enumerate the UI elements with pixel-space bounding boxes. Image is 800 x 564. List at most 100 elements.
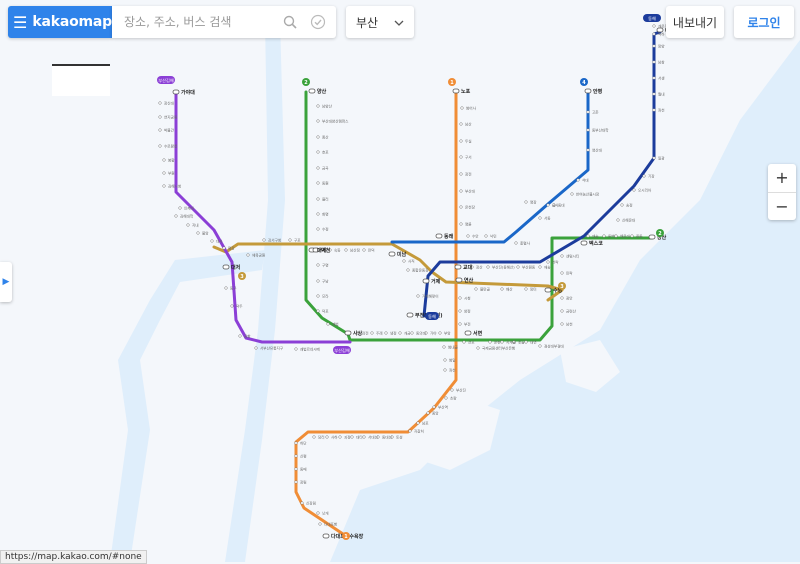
station-dot[interactable]: [538, 216, 542, 220]
station-dot[interactable]: [384, 331, 388, 335]
station-dot[interactable]: [158, 115, 162, 119]
station-dot[interactable]: [158, 128, 162, 132]
station-dot[interactable]: [246, 253, 250, 257]
transfer-station[interactable]: [388, 251, 396, 257]
station-dot[interactable]: [174, 214, 178, 218]
station-dot[interactable]: [602, 234, 606, 238]
transfer-station[interactable]: [452, 88, 460, 94]
station-dot[interactable]: [442, 345, 446, 349]
station-dot[interactable]: [316, 181, 320, 185]
station-dot[interactable]: [398, 331, 402, 335]
station-dot[interactable]: [560, 296, 564, 300]
station-dot[interactable]: [642, 174, 646, 178]
station-dot[interactable]: [652, 108, 656, 112]
station-dot[interactable]: [402, 259, 406, 263]
station-dot[interactable]: [338, 435, 342, 439]
station-dot[interactable]: [443, 358, 447, 362]
station-dot[interactable]: [294, 480, 298, 484]
station-dot[interactable]: [300, 501, 304, 505]
station-dot[interactable]: [426, 411, 430, 415]
station-dot[interactable]: [362, 248, 366, 252]
station-dot[interactable]: [586, 128, 590, 132]
station-dot[interactable]: [516, 265, 520, 269]
station-dot[interactable]: [459, 122, 463, 126]
station-dot[interactable]: [652, 92, 656, 96]
station-dot[interactable]: [362, 435, 366, 439]
station-dot[interactable]: [460, 106, 464, 110]
station-dot[interactable]: [652, 76, 656, 80]
station-dot[interactable]: [458, 296, 462, 300]
station-dot[interactable]: [254, 346, 258, 350]
station-dot[interactable]: [158, 144, 162, 148]
station-dot[interactable]: [620, 203, 624, 207]
station-dot[interactable]: [560, 309, 564, 313]
station-dot[interactable]: [524, 287, 528, 291]
station-dot[interactable]: [230, 304, 234, 308]
station-dot[interactable]: [488, 340, 492, 344]
station-dot[interactable]: [552, 203, 556, 207]
station-dot[interactable]: [294, 347, 298, 351]
station-dot[interactable]: [316, 294, 320, 298]
station-dot[interactable]: [356, 331, 360, 335]
station-dot[interactable]: [630, 234, 634, 238]
station-dot[interactable]: [458, 322, 462, 326]
transfer-station[interactable]: [544, 287, 552, 293]
station-dot[interactable]: [416, 294, 420, 298]
station-dot[interactable]: [316, 166, 320, 170]
station-dot[interactable]: [408, 429, 412, 433]
station-dot[interactable]: [459, 205, 463, 209]
transfer-station[interactable]: [344, 330, 352, 336]
transfer-station[interactable]: [455, 277, 463, 283]
station-dot[interactable]: [350, 435, 354, 439]
search-input[interactable]: [122, 14, 276, 30]
transfer-station[interactable]: [222, 264, 230, 270]
station-dot[interactable]: [560, 322, 564, 326]
station-dot[interactable]: [458, 309, 462, 313]
zoom-out-button[interactable]: −: [768, 193, 796, 221]
station-dot[interactable]: [162, 171, 166, 175]
station-dot[interactable]: [262, 238, 266, 242]
station-dot[interactable]: [316, 135, 320, 139]
station-dot[interactable]: [432, 405, 436, 409]
transfer-station[interactable]: [656, 27, 664, 33]
transfer-station[interactable]: [454, 264, 462, 270]
station-dot[interactable]: [459, 155, 463, 159]
station-dot[interactable]: [586, 110, 590, 114]
station-dot[interactable]: [652, 24, 656, 28]
station-dot[interactable]: [459, 139, 463, 143]
station-dot[interactable]: [459, 222, 463, 226]
station-dot[interactable]: [316, 511, 320, 515]
station-dot[interactable]: [476, 346, 480, 350]
station-dot[interactable]: [316, 309, 320, 313]
transfer-station[interactable]: [422, 278, 430, 284]
side-panel-toggle[interactable]: ▶: [0, 262, 12, 302]
station-dot[interactable]: [560, 254, 564, 258]
transfer-station[interactable]: [648, 234, 656, 240]
transfer-station[interactable]: [584, 88, 592, 94]
station-dot[interactable]: [616, 218, 620, 222]
station-dot[interactable]: [424, 331, 428, 335]
station-dot[interactable]: [450, 388, 454, 392]
transfer-station[interactable]: [464, 330, 472, 336]
station-dot[interactable]: [312, 435, 316, 439]
station-dot[interactable]: [459, 189, 463, 193]
station-dot[interactable]: [238, 334, 242, 338]
station-dot[interactable]: [462, 340, 466, 344]
station-dot[interactable]: [316, 212, 320, 216]
station-dot[interactable]: [538, 344, 542, 348]
station-dot[interactable]: [294, 441, 298, 445]
station-dot[interactable]: [376, 435, 380, 439]
station-dot[interactable]: [316, 150, 320, 154]
station-dot[interactable]: [546, 203, 550, 207]
station-dot[interactable]: [443, 368, 447, 372]
station-dot[interactable]: [316, 227, 320, 231]
transfer-station[interactable]: [435, 233, 443, 239]
station-dot[interactable]: [316, 197, 320, 201]
station-dot[interactable]: [444, 396, 448, 400]
transfer-station[interactable]: [322, 533, 330, 539]
login-button[interactable]: 로그인: [734, 6, 794, 38]
station-dot[interactable]: [222, 246, 226, 250]
station-dot[interactable]: [178, 206, 182, 210]
station-dot[interactable]: [186, 223, 190, 227]
station-dot[interactable]: [470, 265, 474, 269]
